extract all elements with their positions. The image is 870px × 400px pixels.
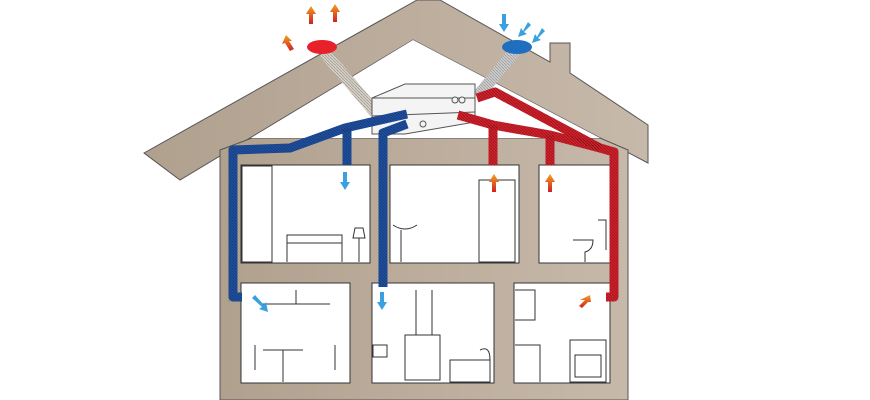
supply-arrows (252, 14, 545, 312)
arrow-up-icon (489, 174, 499, 192)
table (254, 345, 336, 382)
arrow-up-icon (579, 295, 591, 308)
toilet-bowl (573, 219, 607, 262)
arrow-up-icon (545, 174, 555, 192)
kitchen-cabinet (515, 289, 541, 382)
wardrobe (241, 165, 273, 263)
arrow-down-icon (518, 22, 531, 37)
tv (372, 344, 388, 358)
kitchen (513, 282, 611, 384)
arrow-down-icon (252, 295, 268, 312)
ceiling-fan (262, 290, 330, 305)
fireplace (404, 290, 441, 381)
bed (286, 234, 343, 262)
arrow-down-icon (532, 28, 545, 43)
arrow-up-icon (282, 35, 294, 51)
intake-cap-icon (502, 40, 532, 54)
arrow-up-icon (306, 6, 316, 24)
arrow-down-icon (340, 172, 350, 190)
arrow-down-icon (377, 292, 387, 310)
arrow-up-icon (330, 4, 340, 22)
arrow-down-icon (499, 14, 509, 32)
exhaust-arrows (282, 4, 591, 308)
armchair (449, 348, 491, 383)
sink (392, 224, 418, 262)
roof (143, 0, 649, 181)
living-room (371, 282, 495, 384)
bedroom (240, 164, 371, 264)
exhaust-cap-icon (307, 40, 337, 54)
stove (569, 339, 607, 383)
lamp (352, 227, 366, 262)
